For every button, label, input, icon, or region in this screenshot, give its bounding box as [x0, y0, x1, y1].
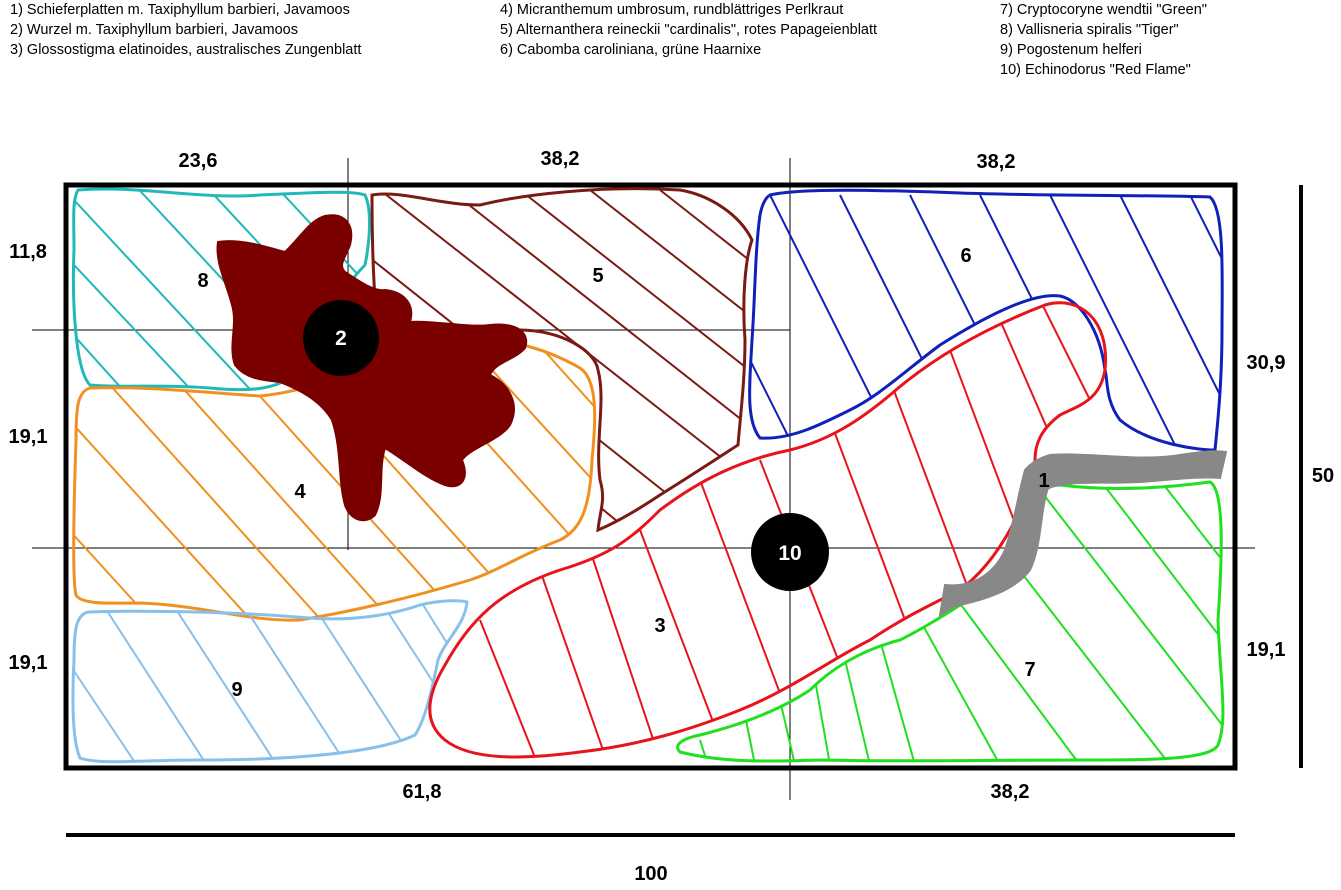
- legend-item-4: 4) Micranthemum umbrosum, rundblättriges…: [500, 2, 844, 18]
- zone-6-outline: [748, 188, 1224, 452]
- zone-3-label: 3: [654, 615, 665, 637]
- dim-bottom-right: 38,2: [991, 781, 1030, 803]
- zone-9-outline: [71, 599, 469, 764]
- legend-item-6: 6) Cabomba caroliniana, grüne Haarnixe: [500, 42, 762, 58]
- zone-3-outline: [428, 301, 1108, 759]
- dim-height-total: 50: [1312, 465, 1334, 487]
- dim-top-left: 23,6: [179, 150, 218, 172]
- dim-right-bottom: 19,1: [1247, 639, 1286, 661]
- legend-item-8: 8) Vallisneria spiralis "Tiger": [1000, 22, 1179, 38]
- zone-7-label: 7: [1024, 659, 1035, 681]
- dim-width-total: 100: [634, 863, 667, 885]
- dim-left-mid: 19,1: [9, 426, 48, 448]
- dim-top-mid: 38,2: [541, 148, 580, 170]
- legend-item-10: 10) Echinodorus "Red Flame": [1000, 62, 1191, 78]
- dim-top-right: 38,2: [977, 151, 1016, 173]
- zone-2-root-outline: [216, 214, 528, 522]
- zone-2-marker: [303, 300, 379, 376]
- zone-9-label: 9: [231, 679, 242, 701]
- zone-7-hatch: [699, 482, 1223, 762]
- legend-col-3: 7) Cryptocoryne wendtii "Green" 8) Valli…: [1000, 0, 1207, 80]
- dim-left-top: 11,8: [9, 241, 47, 263]
- legend-item-1: 1) Schieferplatten m. Taxiphyllum barbie…: [10, 2, 350, 18]
- zone-4-label: 4: [294, 481, 306, 503]
- zone-7-cryptocoryne: [676, 480, 1225, 763]
- zone-9-hatch: [72, 600, 467, 762]
- zone-7-outline: [676, 480, 1225, 763]
- aquarium-frame: [63, 182, 1238, 771]
- legend-col-1: 1) Schieferplatten m. Taxiphyllum barbie…: [10, 0, 361, 60]
- dim-bottom-left: 61,8: [403, 781, 442, 803]
- zone-9-pogostemon: [71, 599, 469, 764]
- legend-item-2: 2) Wurzel m. Taxiphyllum barbieri, Javam…: [10, 22, 298, 38]
- legend-col-2: 4) Micranthemum umbrosum, rundblättriges…: [500, 0, 877, 60]
- zone-1-slate-outline: [938, 450, 1228, 617]
- dim-right-top: 30,9: [1247, 352, 1286, 374]
- zone-2-label: 2: [335, 327, 347, 350]
- legend-item-7: 7) Cryptocoryne wendtii "Green": [1000, 2, 1207, 18]
- legend-item-9: 9) Pogostenum helferi: [1000, 42, 1142, 58]
- zone-1-label: 1: [1038, 470, 1049, 492]
- zone-5-label: 5: [592, 265, 603, 287]
- legend-item-3: 3) Glossostigma elatinoides, australisch…: [10, 42, 362, 58]
- dim-left-bottom: 19,1: [9, 652, 48, 674]
- zone-8-label: 8: [197, 270, 208, 292]
- zone-10-marker: [751, 513, 829, 591]
- zone-6-label: 6: [960, 245, 971, 267]
- zone-10-label: 10: [778, 542, 801, 565]
- legend-item-5: 5) Alternanthera reineckii "cardinalis",…: [500, 22, 878, 38]
